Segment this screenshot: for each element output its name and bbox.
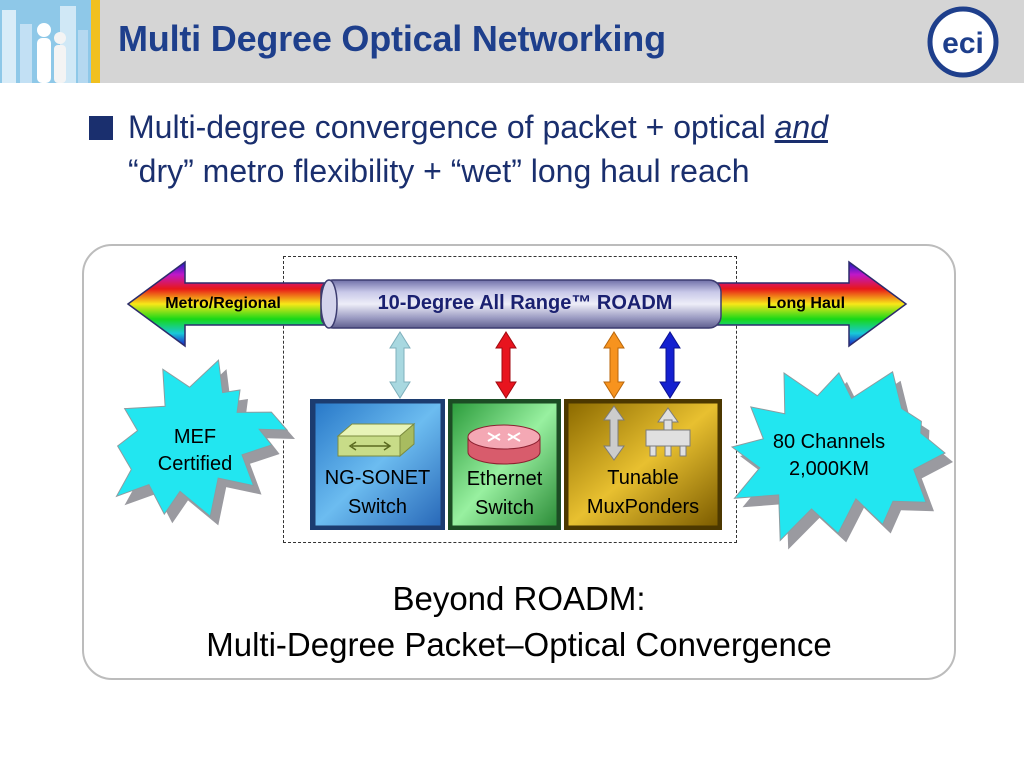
sonet-switch-icon [336,422,416,458]
ng-sonet-label-line-1: NG-SONET [324,467,431,489]
bullet-line-1: Multi-degree convergence of packet + opt… [128,109,828,146]
ethernet-box [448,399,561,530]
mef-certified-label: MEF Certified [140,424,250,478]
muxponder-label-line-2: MuxPonders [586,496,700,518]
roadm-tube [320,279,722,329]
connector-arrow-ethernet [495,331,517,399]
city-people-art-icon [0,0,100,83]
connector-arrow-sonet [389,331,411,399]
mef-label-line-1: MEF [173,426,217,448]
mef-certified-star [115,359,295,526]
metro-regional-label: Metro/Regional [165,295,281,312]
caption-line-2: Multi-Degree Packet–Optical Convergence [206,626,832,663]
page-title: Multi Degree Optical Networking [118,18,666,59]
bullet-line-2: “dry” metro flexibility + “wet” long hau… [128,153,750,189]
tunable-muxponders-label: Tunable MuxPonders [564,464,722,522]
muxponder-arrow-icon [603,405,625,461]
ethernet-label-line-2: Switch [475,497,534,519]
connector-arrow-muxponder-blue [659,331,681,399]
channels-label-line-1: 80 Channels [772,431,886,453]
muxponder-box [564,399,722,530]
logo-text: eci [942,27,984,60]
long-haul-label: Long Haul [766,295,846,312]
channels-reach-label: 80 Channels 2,000KM [754,429,904,483]
muxponder-label-line-1: Tunable [607,467,679,489]
mef-label-line-2: Certified [157,453,233,475]
connector-arrow-muxponder-orange [603,331,625,399]
ng-sonet-label-line-2: Switch [348,496,407,518]
bullet-line-1-prefix: Multi-degree convergence of packet + opt… [128,109,766,145]
roadm-label: 10-Degree All Range™ ROADM [377,292,673,314]
ethernet-router-icon [467,424,541,465]
ng-sonet-label: NG-SONET Switch [310,464,445,522]
slide-header: Multi Degree Optical Networking eci [0,0,1024,83]
bullet-emphasis: and [774,109,828,145]
caption-line-1: Beyond ROADM: [392,580,646,617]
ethernet-switch-label: Ethernet Switch [448,465,561,523]
ethernet-label-line-1: Ethernet [466,468,543,490]
roadm-dashed-region [283,256,737,543]
bullet-square-icon [89,116,113,140]
channels-reach-star [730,370,953,550]
muxponder-transponder-icon [645,407,691,457]
channels-label-line-2: 2,000KM [788,458,870,480]
eci-logo-icon: eci [927,6,999,78]
